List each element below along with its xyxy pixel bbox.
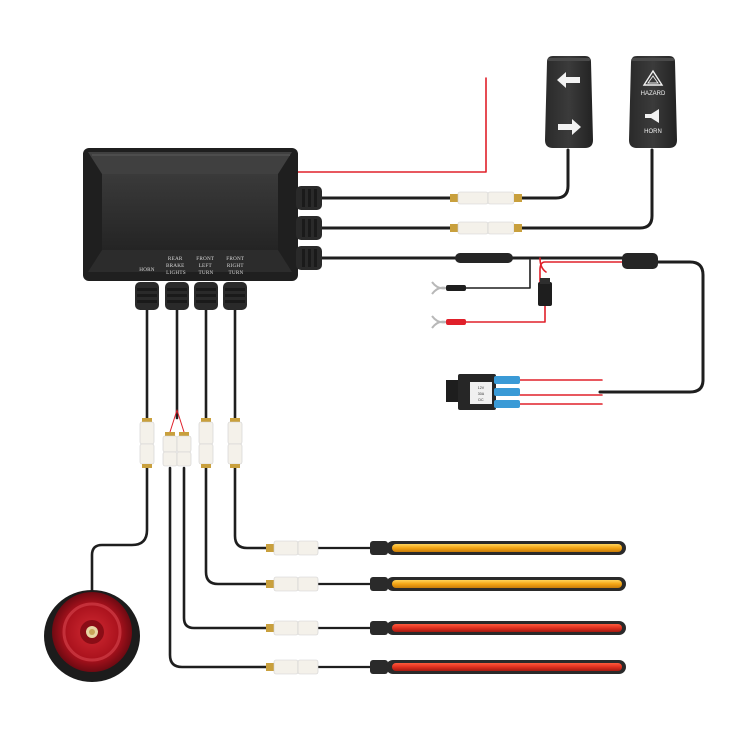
port-label-front-right-1: FRONT — [226, 256, 245, 262]
relay-text-1: 12V — [478, 386, 485, 390]
brake-connector-a — [162, 432, 178, 467]
port-label-front-right-2: RIGHT — [227, 263, 244, 269]
horn-icon — [645, 109, 659, 123]
switch-connector-2 — [450, 221, 522, 235]
hazard-horn-switch[interactable]: HAZARD HORN — [629, 56, 677, 148]
port-label-rear-2: BRAKE — [166, 263, 185, 269]
horn — [44, 590, 140, 682]
relay-text-3: DC — [478, 398, 484, 402]
output-port-3 — [296, 246, 322, 270]
horn-connector — [139, 418, 155, 468]
control-box: HORN REAR BRAKE LIGHTS FRONT LEFT TURN F… — [83, 148, 322, 310]
front-right-connector — [227, 418, 243, 468]
port-label-rear-3: LIGHTS — [166, 270, 186, 276]
ground-terminal — [431, 281, 466, 295]
fuse-wire — [539, 261, 627, 283]
front-left-connector — [198, 418, 214, 468]
turn-signal-switch[interactable] — [545, 56, 593, 148]
port-label-front-right-3: TURN — [229, 270, 244, 276]
hazard-triangle-icon — [642, 69, 664, 86]
svg-text:HORN: HORN — [139, 267, 155, 273]
output-port-2 — [296, 216, 322, 240]
wires — [90, 77, 705, 669]
port-label-horn: HORN — [139, 267, 155, 273]
horn-label: HORN — [644, 129, 662, 135]
left-arrow-icon — [557, 72, 580, 88]
port-label-front-left-3: TURN — [199, 270, 214, 276]
right-arrow-icon — [558, 119, 581, 135]
port-connectors — [139, 418, 243, 468]
led-strip-brake-1 — [266, 620, 626, 636]
power-splitter — [455, 253, 658, 269]
red-power-wire — [295, 77, 487, 173]
port-label-rear-1: REAR — [168, 256, 183, 262]
port-label-front-left-1: FRONT — [196, 256, 215, 262]
port-label-front-left-2: LEFT — [199, 263, 213, 269]
power-terminal — [431, 315, 466, 329]
svg-text:FRONT LEFT TURN: FRONT LEFT TURN — [196, 256, 215, 276]
led-strip-brake-2 — [266, 659, 626, 675]
relay-text-2: 30A — [478, 392, 485, 396]
output-port-1 — [296, 186, 322, 210]
ground-wire — [464, 259, 531, 289]
brake-connector-b — [176, 432, 192, 467]
led-strip-front-left — [266, 576, 626, 592]
hazard-label: HAZARD — [641, 91, 666, 97]
svg-text:FRONT RIGHT TURN: FRONT RIGHT TURN — [226, 256, 245, 276]
svg-text:REAR BRAKE LIGHTS: REAR BRAKE LIGHTS — [166, 256, 186, 276]
fuse-holder — [538, 278, 552, 306]
switch-connector-1 — [450, 191, 522, 205]
led-strip-front-right — [266, 540, 626, 556]
relay: 12V 30A DC — [446, 374, 520, 410]
